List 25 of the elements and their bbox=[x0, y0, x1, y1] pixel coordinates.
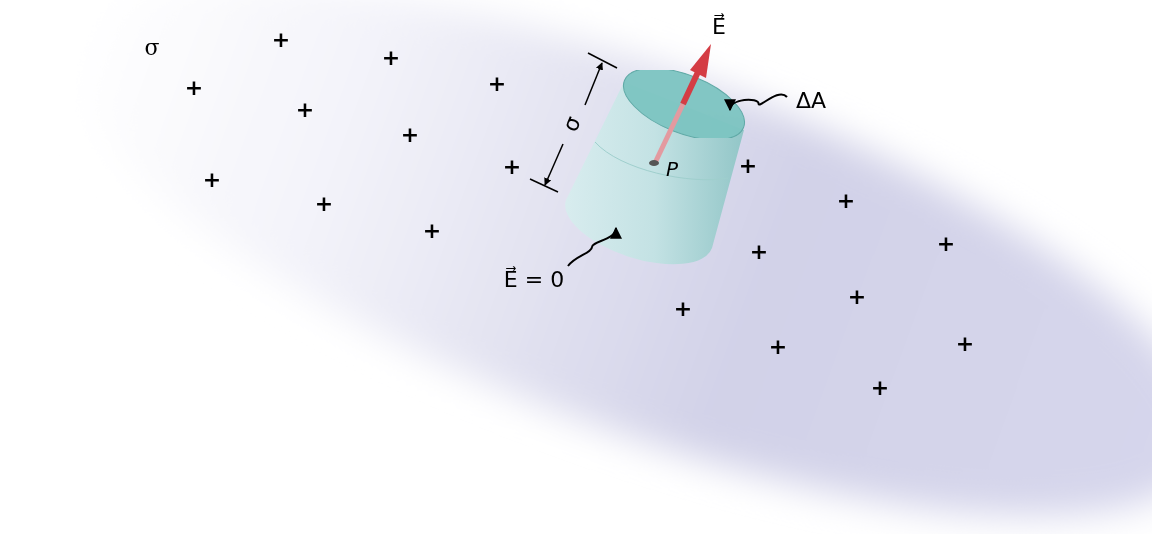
charge-density-label: σ bbox=[144, 37, 160, 59]
point-label: P bbox=[665, 159, 679, 179]
plus-sign: + bbox=[502, 156, 522, 178]
dimension-label: σ bbox=[559, 113, 585, 135]
plus-sign: + bbox=[936, 233, 956, 255]
plus-sign: + bbox=[202, 169, 222, 191]
plus-sign: + bbox=[768, 336, 788, 358]
leader-line bbox=[567, 226, 621, 267]
plus-sign: + bbox=[847, 286, 867, 308]
plus-sign: + bbox=[749, 241, 769, 263]
plus-sign: + bbox=[314, 193, 334, 215]
plus-sign: + bbox=[870, 377, 890, 399]
plus-sign: + bbox=[955, 333, 975, 355]
plus-sign: + bbox=[487, 73, 507, 95]
plus-sign: + bbox=[271, 29, 291, 51]
plus-sign: + bbox=[738, 155, 758, 177]
plus-sign: + bbox=[836, 190, 856, 212]
plus-sign: + bbox=[422, 220, 442, 242]
plus-sign: + bbox=[184, 77, 204, 99]
plus-sign: + bbox=[295, 99, 315, 121]
plus-sign: + bbox=[673, 298, 693, 320]
leader-line bbox=[726, 93, 788, 112]
plus-sign: + bbox=[381, 47, 401, 69]
label-text: ΔA bbox=[795, 90, 827, 112]
plus-sign: + bbox=[400, 124, 420, 146]
